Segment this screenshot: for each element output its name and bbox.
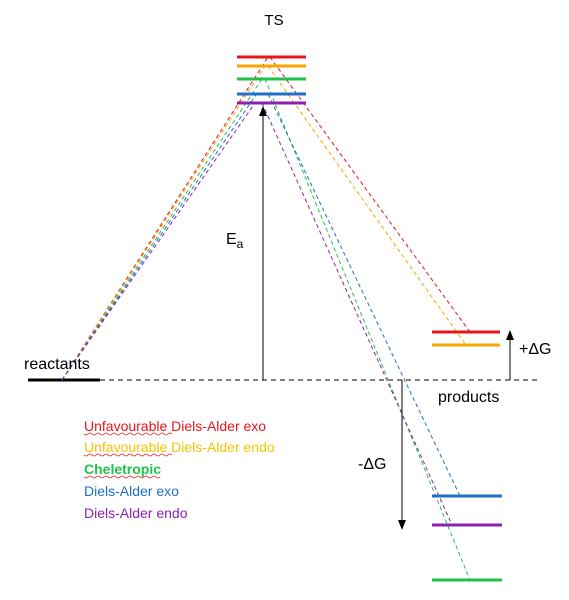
ea-main: E (226, 231, 237, 248)
path-green-up (61, 78, 263, 381)
delta-g-neg-label: -ΔG (358, 456, 386, 473)
product-levels (432, 330, 502, 582)
path-orange-down (267, 65, 467, 346)
paths-ts-to-products (261, 56, 471, 581)
delta-g-pos-arrow (506, 330, 514, 380)
path-blue-up (61, 91, 259, 381)
legend-prefix: Diels-Alder exo (84, 483, 179, 499)
path-purple-down (261, 102, 453, 526)
ea-arrow (259, 106, 267, 380)
ea-arrowhead (259, 106, 267, 116)
ea-label: Ea (226, 231, 244, 251)
legend-item-unfavourable-exo: Unfavourable Diels-Alder exo (84, 418, 266, 434)
legend-item-unfavourable-endo: Unfavourable Diels-Alder endo (84, 439, 275, 455)
paths-reactants-to-ts (61, 56, 269, 381)
legend-prefix: Diels-Alder endo (84, 505, 188, 521)
legend: Unfavourable Diels-Alder exo Unfavourabl… (83, 418, 275, 521)
delta-g-neg-arrow (398, 380, 406, 530)
spellcheck-underline (83, 453, 173, 457)
spellcheck-underline (83, 432, 173, 436)
legend-prefix: Unfavourable (84, 439, 167, 455)
legend-item-da-endo: Diels-Alder endo (84, 505, 188, 521)
ea-subscript: a (237, 237, 244, 251)
delta-g-pos-label: +ΔG (519, 341, 551, 358)
path-orange-up (61, 65, 266, 381)
delta-g-pos-arrowhead (506, 330, 514, 340)
path-green-down (264, 78, 471, 581)
path-red-down (269, 56, 471, 333)
legend-prefix: Cheletropic (84, 461, 161, 477)
ts-levels (237, 55, 306, 105)
path-purple-up (61, 102, 256, 381)
legend-rest: Diels-Alder exo (167, 418, 266, 434)
delta-g-neg-arrowhead (398, 520, 406, 530)
spellcheck-underline (83, 475, 161, 479)
reactants-label: reactants (24, 356, 90, 373)
products-label: products (438, 389, 499, 406)
legend-item-da-exo: Diels-Alder exo (84, 483, 179, 499)
legend-prefix: Unfavourable (84, 418, 167, 434)
path-blue-down (267, 93, 461, 497)
legend-rest: Diels-Alder endo (167, 439, 275, 455)
ts-label: TS (264, 12, 283, 29)
legend-item-cheletropic: Cheletropic (84, 461, 161, 477)
